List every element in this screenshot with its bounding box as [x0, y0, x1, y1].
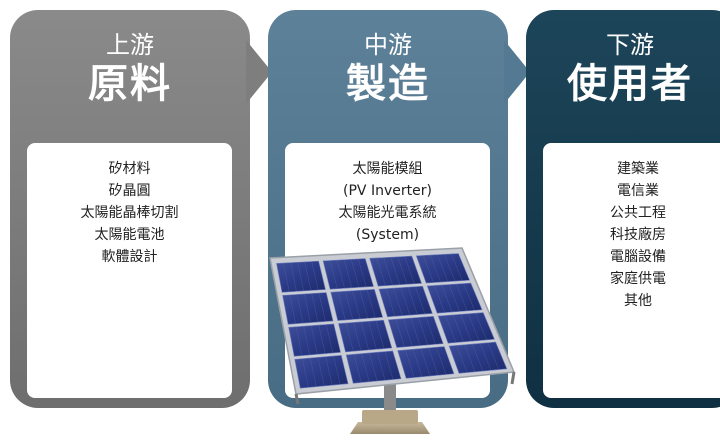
solar-cell	[378, 285, 433, 318]
list-item: 太陽能模組	[352, 161, 423, 177]
list-item: 電信業	[617, 183, 659, 199]
list-item: 矽晶圓	[108, 183, 151, 199]
stage-downstream-items: 建築業 電信業 公共工程 科技廠房 電腦設備 家庭供電 其他	[543, 158, 720, 312]
stage-midstream-items: 太陽能模組 (PV Inverter) 太陽能光電系統 (System)	[285, 158, 490, 246]
stage-upstream-title: 原料	[88, 61, 172, 107]
list-item: 科技廠房	[610, 227, 666, 243]
stage-upstream-items: 矽材料 矽晶圓 太陽能晶棒切割 太陽能電池 軟體設計	[27, 158, 232, 268]
solar-panel-array-icon	[269, 247, 516, 434]
solar-cell	[338, 319, 393, 353]
list-item: 太陽能光電系統	[338, 205, 437, 221]
list-item: 建築業	[617, 161, 659, 177]
solar-cell	[322, 258, 374, 290]
list-item: 公共工程	[610, 205, 666, 221]
stage-downstream-subtitle: 下游	[606, 31, 654, 59]
stage-midstream-subtitle: 中游	[364, 31, 412, 59]
list-item: 太陽能晶棒切割	[80, 205, 179, 221]
stage-downstream-title: 使用者	[567, 61, 693, 107]
solar-cell	[294, 355, 349, 389]
list-item: 電腦設備	[610, 249, 666, 265]
stage-upstream-subtitle: 上游	[106, 31, 154, 59]
stage-downstream-heading: 下游 使用者	[540, 30, 720, 108]
solar-cell	[345, 350, 402, 384]
stage-midstream-title: 製造	[346, 61, 430, 107]
solar-cell	[282, 292, 334, 325]
stage-downstream-box	[526, 10, 720, 408]
list-item: 軟體設計	[101, 249, 158, 265]
list-item: 家庭供電	[610, 271, 666, 287]
stage-upstream-heading: 上游 原料	[10, 30, 250, 108]
stage-midstream-heading: 中游 製造	[268, 30, 508, 108]
solar-cell	[276, 260, 326, 293]
list-item: (System)	[355, 227, 420, 243]
stage-upstream-box	[10, 10, 272, 408]
list-item: 矽材料	[108, 161, 151, 177]
list-item: 其他	[624, 293, 652, 309]
list-item: (PV Inverter)	[343, 183, 432, 199]
solar-cell	[369, 255, 422, 287]
solar-cell	[288, 323, 341, 357]
list-item: 太陽能電池	[94, 227, 165, 243]
solar-cell	[448, 341, 508, 374]
